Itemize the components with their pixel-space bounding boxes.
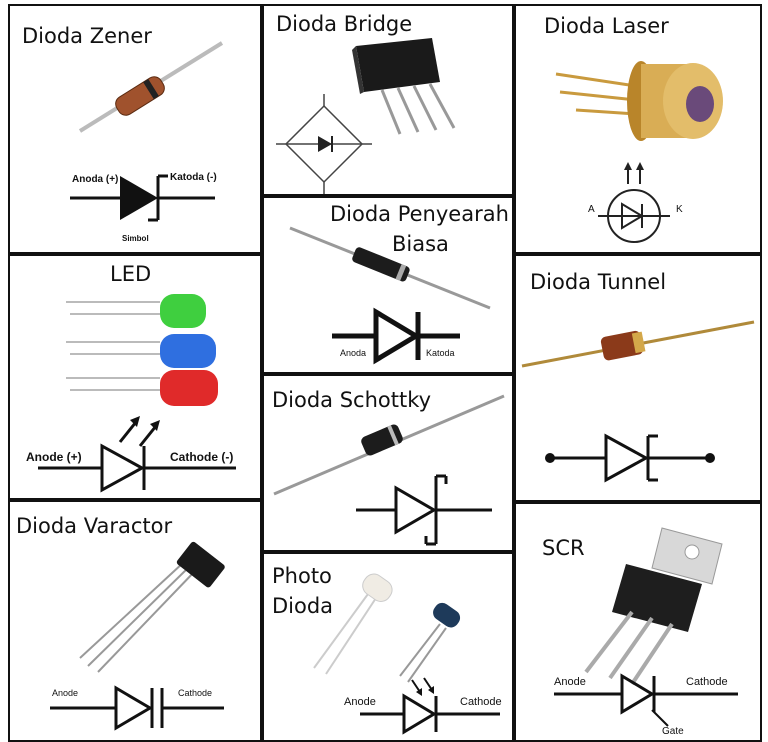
schottky-title: Dioda Schottky (272, 388, 432, 412)
rectifier-cathode-label: Katoda (426, 348, 455, 358)
zener-cathode-label: Katoda (-) (170, 172, 217, 183)
led-anode-label: Anode (+) (26, 450, 82, 464)
bridge-symbol (276, 94, 372, 194)
tunnel-illustration (521, 320, 755, 368)
rectifier-illustration (289, 226, 491, 310)
rectifier-symbol (332, 307, 460, 365)
led-illustration (66, 294, 218, 406)
cell-photo: Photo Dioda Anode Cathode (262, 552, 514, 742)
varactor-symbol (50, 685, 224, 731)
photo-title-line2: Dioda (272, 594, 334, 618)
rectifier-title-line1: Dioda Penyearah (330, 202, 509, 226)
cell-scr: SCR Anode Cathode Gate (514, 502, 762, 742)
cell-led: LED Anode (+) Cathode (-) (8, 254, 262, 500)
zener-symbol (70, 174, 215, 222)
cell-bridge: Dioda Bridge (262, 4, 514, 196)
cell-tunnel: Dioda Tunnel (514, 254, 762, 502)
varactor-anode-label: Anode (52, 688, 79, 698)
photo-anode-label: Anode (344, 696, 376, 708)
photo-symbol (360, 677, 500, 735)
laser-symbol (598, 162, 670, 243)
zener-anode-label: Anoda (+) (72, 174, 119, 185)
zener-caption: Simbol (122, 234, 149, 243)
cell-laser: Dioda Laser A K (514, 4, 762, 254)
cell-schottky: Dioda Schottky (262, 374, 514, 552)
tunnel-symbol (545, 433, 715, 483)
scr-symbol (554, 673, 738, 727)
scr-title: SCR (542, 536, 585, 560)
led-title: LED (110, 262, 152, 286)
zener-title: Dioda Zener (22, 24, 152, 48)
photo-title-line1: Photo (272, 564, 332, 588)
scr-gate-label: Gate (662, 726, 684, 737)
laser-a-label: A (588, 204, 595, 215)
rectifier-anode-label: Anoda (340, 348, 367, 358)
led-cathode-label: Cathode (-) (170, 450, 234, 464)
laser-illustration (555, 61, 723, 141)
rectifier-title-line2: Biasa (392, 232, 449, 256)
schottky-symbol (356, 474, 492, 546)
photo-illustration (313, 573, 461, 683)
zener-illustration (78, 41, 224, 133)
bridge-title: Dioda Bridge (276, 12, 413, 36)
cell-zener: Dioda Zener Anoda (+) Katoda (-) Simbol (8, 4, 262, 254)
cell-varactor: Dioda Varactor Anode Cathode (8, 500, 262, 742)
scr-anode-label: Anode (554, 676, 586, 688)
laser-k-label: K (676, 204, 683, 215)
scr-illustration (584, 527, 723, 686)
laser-title: Dioda Laser (544, 14, 669, 38)
scr-cathode-label: Cathode (686, 676, 728, 688)
bridge-illustration (352, 38, 456, 135)
schottky-illustration (273, 394, 505, 496)
photo-cathode-label: Cathode (460, 696, 502, 708)
tunnel-title: Dioda Tunnel (530, 270, 667, 294)
varactor-title: Dioda Varactor (16, 514, 173, 538)
led-symbol (38, 416, 236, 493)
varactor-illustration (79, 541, 225, 673)
cell-rectifier: Dioda Penyearah Biasa Anoda Katoda (262, 196, 514, 374)
varactor-cathode-label: Cathode (178, 688, 213, 698)
